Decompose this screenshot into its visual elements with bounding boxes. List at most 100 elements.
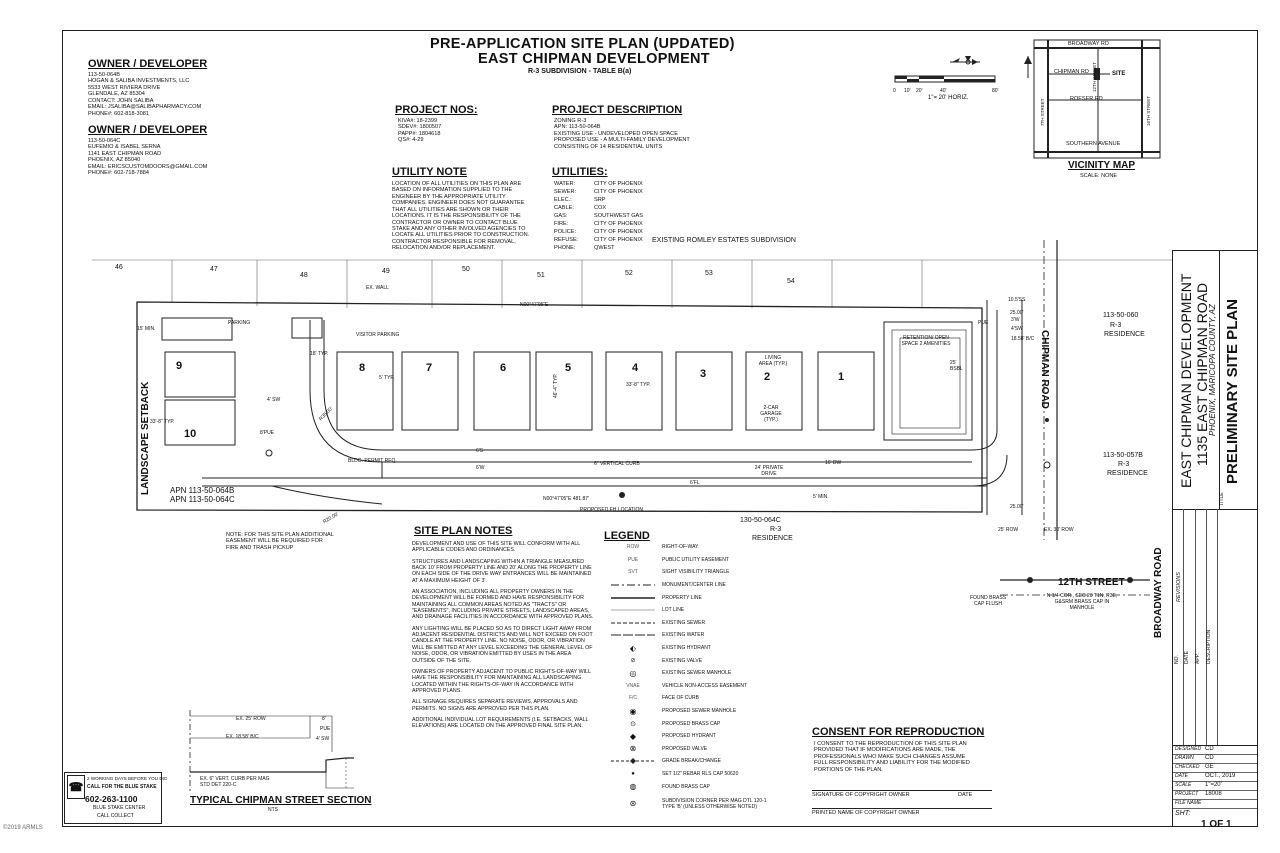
proposed-hydrant-icon: ◆ [629, 731, 637, 741]
apn-b-label: APN 113-50-064B [170, 486, 235, 495]
typ-18-label: 18' TYP. [310, 351, 329, 357]
owner2-line: PHOENIX, AZ 85040 [88, 157, 141, 164]
rev-col: NO. [1174, 655, 1180, 664]
legend-text: PROPOSED BRASS CAP [662, 720, 721, 727]
info-key: SCALE [1175, 782, 1192, 788]
12th-street-lines [1000, 577, 1150, 596]
valve-icon: ⊘ [630, 658, 636, 665]
section-pue-8: 8' [322, 716, 326, 722]
site-note: ADDITIONAL INDIVIDUAL LOT REQUIREMENTS (… [412, 716, 589, 730]
unit-footprint [745, 351, 803, 431]
utility-key: FIRE: [554, 221, 569, 227]
site-notes-heading: SITE PLAN NOTES [414, 525, 513, 537]
legend-text: PROPOSED VALVE [662, 745, 708, 752]
dim-46-typ: 46'-4" TYP. [553, 373, 559, 398]
blue-stake-box: ☎ 2 WORKING DAYS BEFORE YOU DIG CALL FOR… [64, 772, 168, 824]
sheet-cell: SHT: 1 OF 1 [1173, 809, 1257, 833]
project-description-line: APN: 113-50-064B [554, 124, 601, 131]
legend-item: MONUMENT/CENTER LINE [604, 579, 794, 592]
legend-item: ⊛SUBDIVISION CORNER PER MAG DTL 120-1 TY… [604, 793, 794, 815]
signature-line [812, 790, 992, 791]
lot-line-icon [604, 608, 662, 612]
unit-footprint [473, 351, 531, 431]
subdivision-label: R-3 SUBDIVISION - TABLE B(a) [528, 68, 632, 75]
street-section-nts: NTS [268, 807, 278, 813]
lot-number: 53 [705, 270, 713, 277]
unit-footprint [164, 351, 236, 398]
blue-stake-phone: 602-263-1100 [85, 794, 138, 804]
section-ex-row: EX. 25' ROW [236, 716, 266, 722]
unit-footprint [817, 351, 875, 431]
fire-note: NOTE: FOR THIS SITE PLAN ADDITIONAL EASE… [226, 532, 334, 551]
project-nos-heading: PROJECT NOS: [395, 104, 478, 116]
unit-number: 8 [359, 362, 366, 374]
utility-key: WATER: [554, 181, 576, 187]
utility-key: ELEC.: [554, 197, 572, 203]
dw-16-label: 16' DW [825, 460, 842, 466]
zoning-label: R-3 [1110, 322, 1122, 329]
12th-street-label: 12TH STREET [1058, 577, 1125, 588]
legend-item: SVT SIGHT VISIBILITY TRIANGLE [604, 566, 794, 579]
scale-tick: 20' [916, 88, 923, 94]
legend-text: SIGHT VISIBILITY TRIANGLE [662, 569, 730, 576]
legend-item: ◎EXISTING SEWER MANHOLE [604, 667, 794, 680]
title-block-divider [1219, 251, 1220, 509]
utility-row: GAS:SOUTHWEST GAS [554, 213, 664, 221]
unit-number: 5 [565, 362, 572, 374]
rev-col: APP. [1195, 653, 1201, 664]
scale-label: 1"= 20' HORIZ. [928, 95, 969, 101]
vicinity-southern: SOUTHERN AVENUE [1066, 141, 1121, 147]
utility-row: WATER:CITY OF PHOENIX [554, 181, 664, 189]
residence-label: RESIDENCE [1104, 331, 1145, 338]
private-drive-label: 24' PRIVATE DRIVE [754, 465, 784, 477]
utility-note-line: ENGINEER BY THE APPROPRIATE UTILITY [392, 193, 506, 200]
owner2-line: EUFEMIO & ISABEL SERNA [88, 144, 161, 151]
dim-4sw-label: 4'SW [1011, 326, 1023, 332]
consent-line: I CONSENT TO THE REPRODUCTION OF THIS SI… [814, 741, 967, 747]
visitor-parking-label: VISITOR PARKING [356, 332, 400, 338]
pue-label: PUE [978, 320, 989, 326]
legend-item: EXISTING SEWER [604, 617, 794, 630]
rev-col: DATE [1184, 651, 1190, 664]
utility-value: CITY OF PHOENIX [594, 221, 643, 227]
project-no-line: PAPP#: 1804618 [398, 130, 441, 137]
vicinity-scale: SCALE: NONE [1080, 173, 1117, 179]
blue-stake-line: BLUE STAKE CENTER [93, 805, 146, 811]
info-value: CD [1205, 746, 1214, 752]
info-value: OCT., 2019 [1205, 773, 1236, 779]
lot-number: 47 [210, 266, 218, 273]
vicinity-broadway: BROADWAY RD [1068, 41, 1109, 47]
section-sw: 4' SW [316, 736, 330, 742]
utility-row: SEWER:CITY OF PHOENIX [554, 189, 664, 197]
sheet-label: SHT: [1175, 810, 1191, 817]
lot-number: 48 [300, 272, 308, 279]
utilities-heading: UTILITIES: [552, 166, 608, 178]
consent-heading: CONSENT FOR REPRODUCTION [812, 726, 985, 738]
utility-row: FIRE: CITY OF PHOENIX [554, 221, 664, 229]
utility-note-line: LOCATIONS. IT IS THE RESPONSIBILITY OF T… [392, 213, 521, 220]
utility-note-line: THAT ALL UTILITIES ARE SHOWN OR THEIR [392, 206, 509, 213]
landscape-setback-label: LANDSCAPE SETBACK [140, 381, 151, 495]
unit-footprint [535, 351, 593, 431]
vertical-curb-label: 6" VERTICAL CURB [594, 461, 640, 467]
legend-text: RIGHT-OF-WAY [662, 544, 699, 551]
project-no-line: SDEV#: 1800507 [398, 124, 442, 131]
legend-text: PUBLIC UTILITY EASEMENT [662, 556, 729, 563]
legend-text: PROPERTY LINE [662, 594, 702, 601]
utility-row: PHONE:QWEST [554, 245, 664, 253]
utility-value: SRP [594, 197, 606, 203]
property-boundary [136, 301, 983, 513]
owner2-line: 113-50-064C [88, 138, 121, 144]
project-no-line: KIVA#: 18-2399 [398, 118, 438, 124]
info-value: CD [1205, 755, 1214, 761]
unit-footprint [605, 351, 663, 431]
chipman-road-label: CHIPMAN ROAD [1039, 330, 1050, 409]
lot-number: 52 [625, 270, 633, 277]
legend-symbol: SVT [628, 569, 638, 576]
vicinity-12th: 12TH STREET [1092, 61, 1097, 92]
